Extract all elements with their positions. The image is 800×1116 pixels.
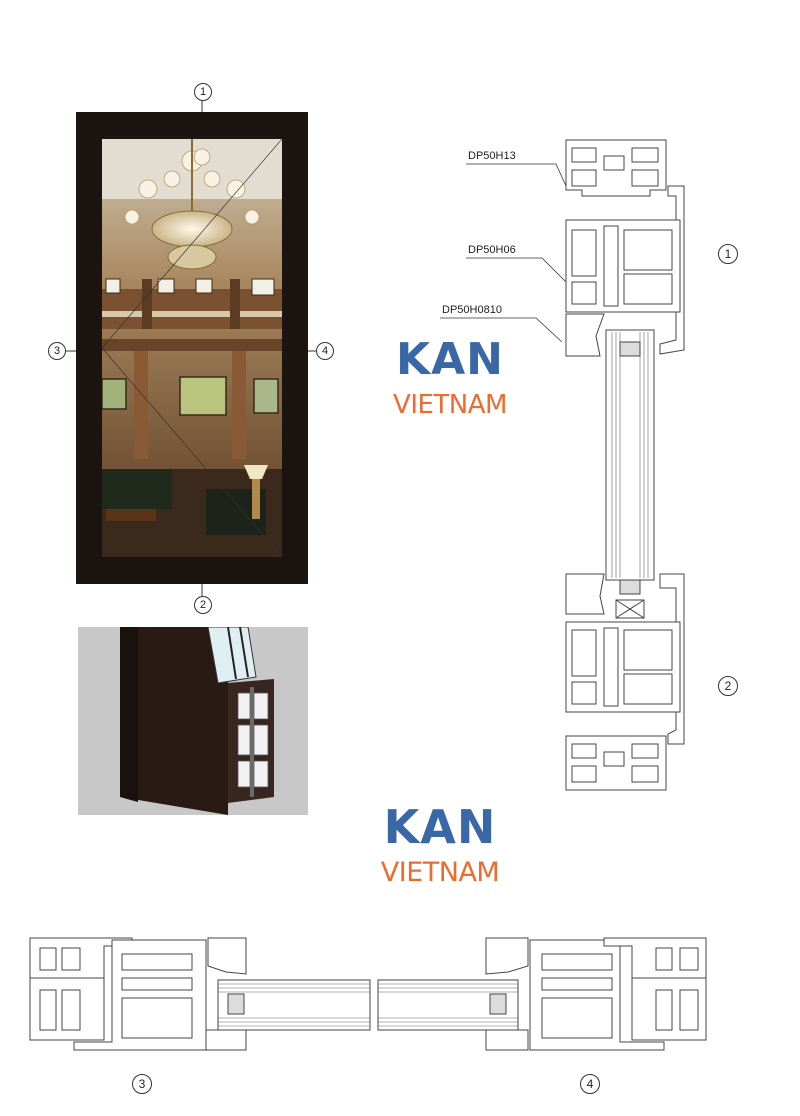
profile-3d-render xyxy=(78,627,308,815)
kan-vietnam-logo-middle: KAN VIETNAM xyxy=(370,334,530,421)
profile-3d-illustration xyxy=(120,627,274,815)
profile-code-1: DP50H13 xyxy=(468,150,516,162)
logo-brand-text: KAN xyxy=(396,334,504,385)
callout-left: 3 xyxy=(48,342,66,360)
horizontal-callout-3: 3 xyxy=(132,1074,152,1094)
horizontal-callout-4: 4 xyxy=(580,1074,600,1094)
profile-code-3: DP50H0810 xyxy=(442,304,502,316)
window-photo-frame xyxy=(76,112,308,584)
logo-country-text: VIETNAM xyxy=(380,857,500,888)
logo-country-text: VIETNAM xyxy=(393,390,507,420)
logo-brand-text: KAN xyxy=(383,800,497,854)
callout-bottom: 2 xyxy=(194,596,212,614)
callout-top: 1 xyxy=(194,83,212,101)
interior-photo xyxy=(102,139,282,557)
callout-right: 4 xyxy=(316,342,334,360)
section-callout-1: 1 xyxy=(718,244,738,264)
section-callout-2: 2 xyxy=(718,676,738,696)
kan-vietnam-logo-lower: KAN VIETNAM xyxy=(350,802,530,888)
interior-illustration xyxy=(102,139,282,557)
profile-code-2: DP50H06 xyxy=(468,244,516,256)
